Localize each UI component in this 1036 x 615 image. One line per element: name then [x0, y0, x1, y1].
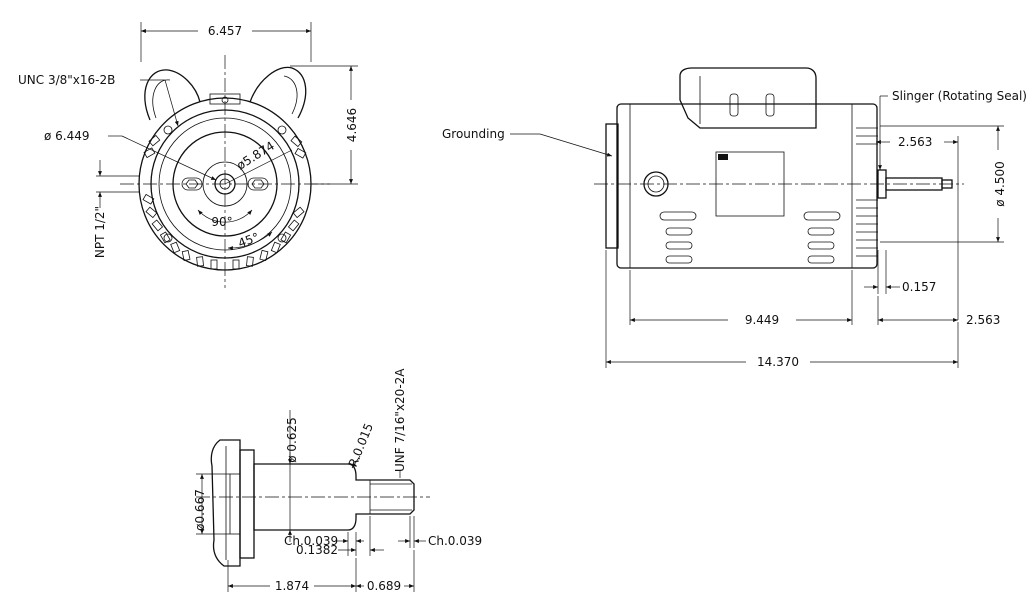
dia-0625-label: ø 0.625: [285, 417, 299, 463]
dia-0667-label: ø0.667: [193, 489, 207, 531]
dim-9449-label: 9.449: [745, 313, 779, 327]
leader: [121, 135, 217, 181]
angle-90-label: 90°: [211, 215, 232, 229]
hub-step: [229, 473, 241, 535]
dim-14370-label: 14.370: [757, 355, 799, 369]
capacitor-slot: [765, 93, 775, 117]
right-hump: [249, 66, 307, 119]
grounding-leader: [539, 133, 613, 157]
dim-height-label: 4.646: [345, 108, 359, 142]
angle-45-label: 45°: [236, 230, 261, 250]
capacitor-slot: [729, 93, 739, 117]
vent-slots: [659, 211, 841, 264]
nameplate-logo: [718, 154, 728, 160]
right-hump-inner: [283, 75, 298, 115]
leader: [164, 79, 179, 127]
grounding-label: Grounding: [442, 127, 505, 141]
endbell-fins: [856, 127, 878, 257]
radius-label: R.0.015: [346, 421, 376, 469]
dim-dia-4500-label: ø 4.500: [993, 161, 1007, 207]
shaft-detail: ø0.667 ø 0.625 R.0.015 UNF 7/16"x20-2A C…: [193, 368, 482, 593]
npt-label: NPT 1/2": [93, 206, 107, 258]
motor-body: [616, 103, 878, 269]
dim-2563-top-label: 2.563: [898, 135, 932, 149]
ch1-label: Ch.0.039: [284, 534, 338, 548]
thread-top-label: UNC 3/8"x16-2B: [18, 73, 115, 87]
dim-01382-label: 0.1382: [296, 543, 338, 557]
radius-leader: [351, 455, 361, 469]
dim-bolt-circle-label: ø5.874: [234, 139, 277, 173]
angle-45-arc: [227, 231, 273, 251]
flange: [239, 449, 255, 559]
side-view: Slinger (Rotating Seal) Grounding 2.563 …: [442, 67, 1027, 369]
ch2-label: Ch.0.039: [428, 534, 482, 548]
slinger-label: Slinger (Rotating Seal): [892, 89, 1027, 103]
thread-label: UNF 7/16"x20-2A: [393, 368, 407, 472]
dim-width-label: 6.457: [208, 24, 242, 38]
dim-dia-outer-label: ø 6.449: [44, 129, 90, 143]
dim-1874-label: 1.874: [275, 579, 309, 593]
dim-2563-bottom-label: 2.563: [966, 313, 1000, 327]
dim-0689-label: 0.689: [367, 579, 401, 593]
left-hump: [144, 69, 201, 121]
slinger-profile: [210, 439, 241, 567]
angle-90-arc: [197, 209, 253, 223]
bolt-circle-leader: [224, 149, 293, 185]
capacitor-box: [679, 67, 817, 129]
cooling-fins: [142, 134, 307, 270]
dim-0157-label: 0.157: [902, 280, 936, 294]
front-view: 6.457: [18, 22, 359, 288]
rear-end-plate: [605, 123, 619, 249]
left-hump-inner: [152, 79, 171, 119]
